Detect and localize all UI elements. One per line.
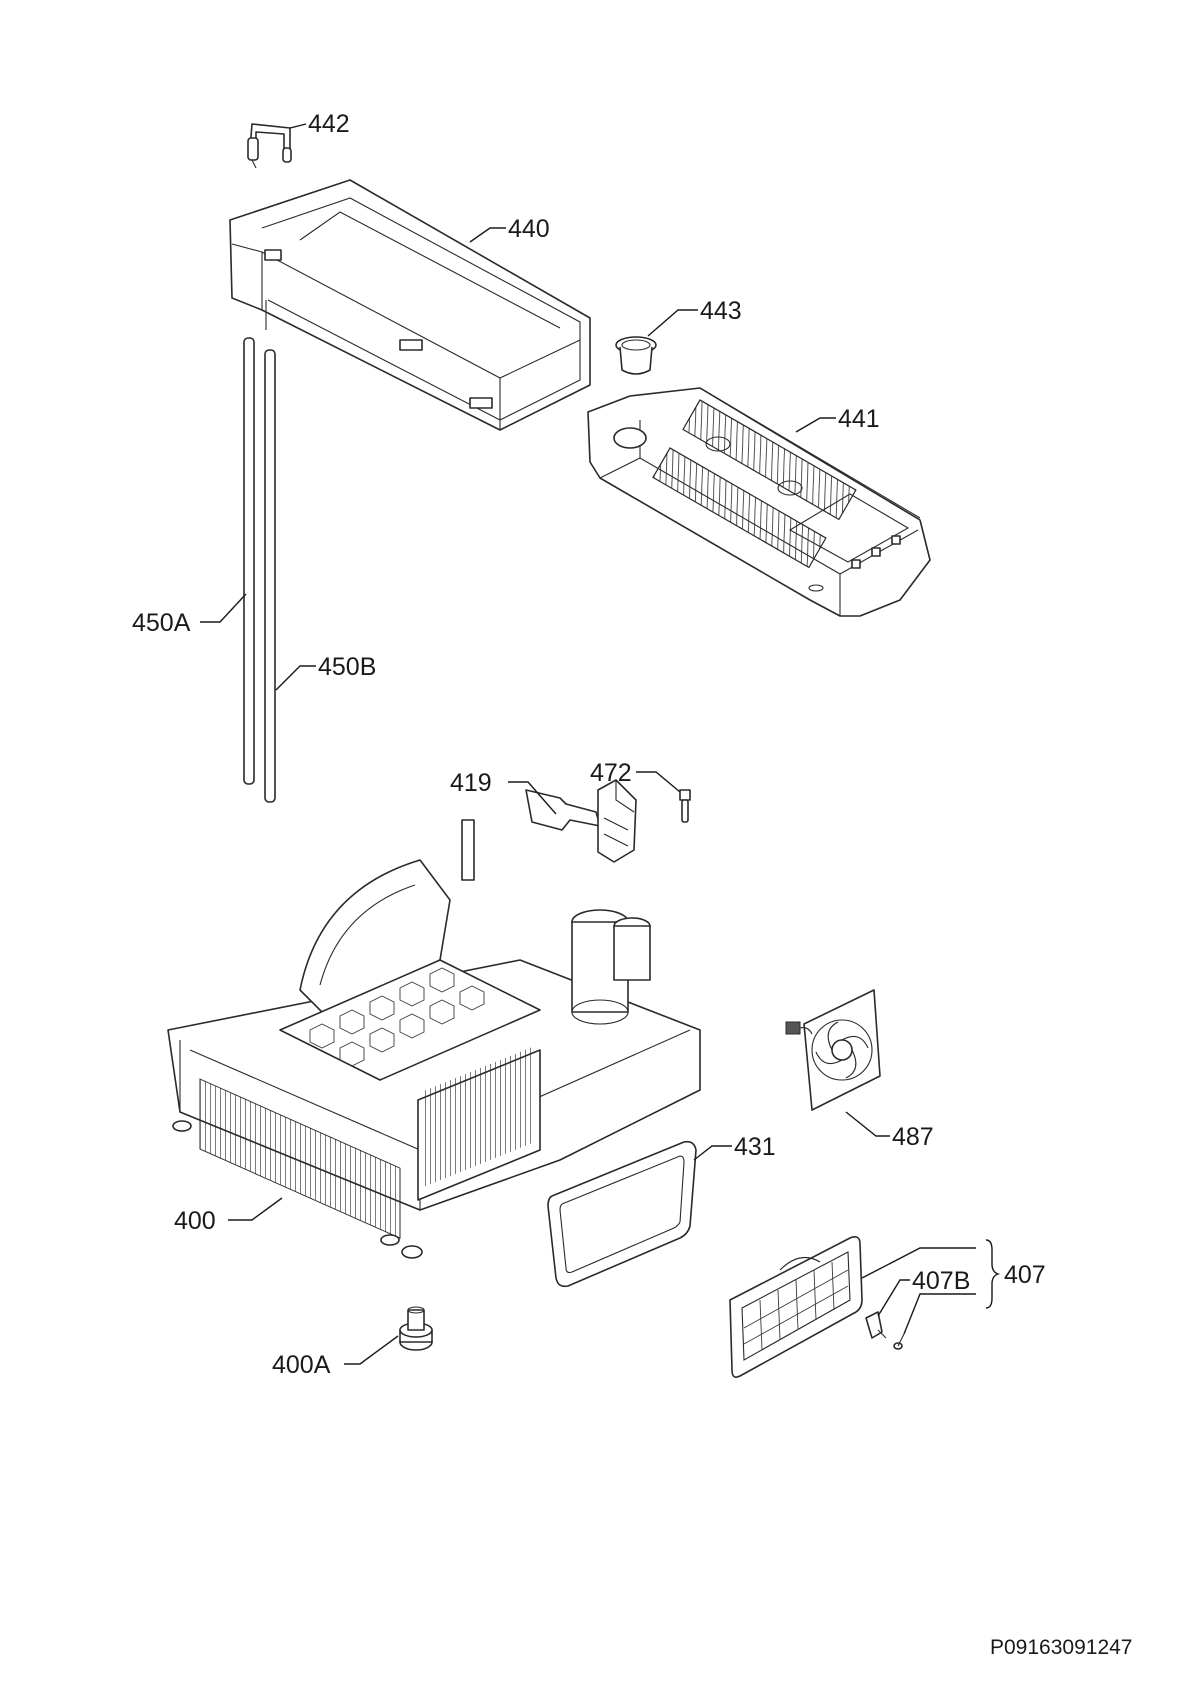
- callout-407B: 407B: [912, 1267, 970, 1295]
- part-431-gasket: [547, 1140, 697, 1288]
- part-442-bracket: [247, 123, 292, 169]
- callout-472: 472: [590, 759, 632, 787]
- callout-400: 400: [174, 1207, 216, 1235]
- part-400A-foot: [399, 1306, 433, 1351]
- callout-labels: 442 440 443 441 450A 450B 419 472 487 43…: [132, 110, 1046, 1379]
- part-screw-small: [893, 1333, 905, 1350]
- part-487-fan: [785, 989, 881, 1111]
- callout-450A: 450A: [132, 609, 191, 637]
- callout-440: 440: [508, 215, 550, 243]
- callout-400A: 400A: [272, 1351, 331, 1379]
- part-407-filter-grille: [729, 1236, 863, 1378]
- callout-442: 442: [308, 110, 350, 138]
- callout-419: 419: [450, 769, 492, 797]
- callout-407: 407: [1004, 1261, 1046, 1289]
- callout-450B: 450B: [318, 653, 376, 681]
- part-400-chassis: [167, 819, 701, 1259]
- part-450A-tube: [243, 337, 255, 785]
- callout-441: 441: [838, 405, 880, 433]
- part-440-tank-housing: [229, 179, 591, 431]
- document-code: P09163091247: [990, 1636, 1132, 1659]
- callout-443: 443: [700, 297, 742, 325]
- callout-487: 487: [892, 1123, 934, 1151]
- leader-lines: [200, 123, 1001, 1365]
- part-407B-screw: [865, 1311, 887, 1339]
- part-450B-tube: [264, 349, 276, 803]
- part-443-cap: [615, 336, 657, 375]
- callout-431: 431: [734, 1133, 776, 1161]
- part-441-water-tank: [587, 387, 931, 617]
- part-419-bracket: [525, 779, 637, 863]
- part-472-sensor: [679, 789, 691, 823]
